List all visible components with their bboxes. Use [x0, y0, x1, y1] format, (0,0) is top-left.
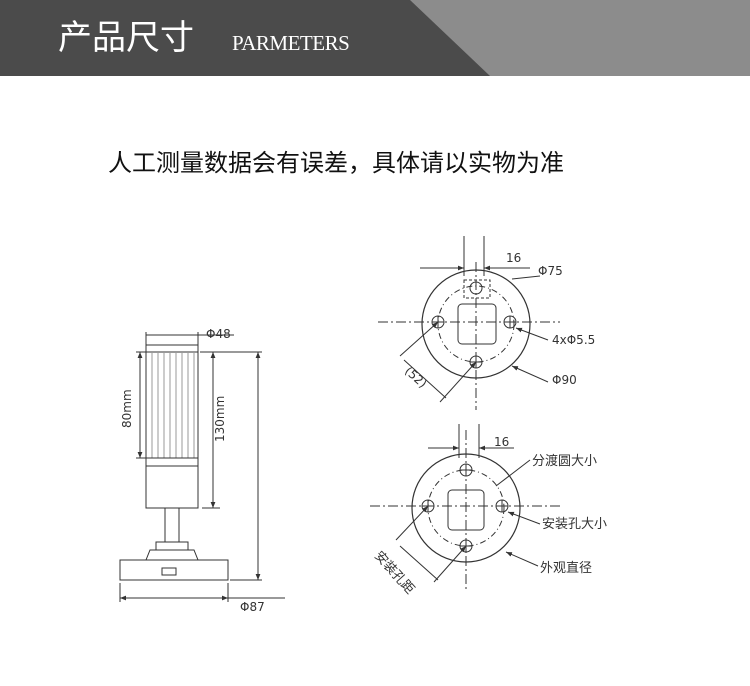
top1-base-diameter-label: Φ90	[552, 373, 577, 387]
side-light-height-label: 80mm	[120, 389, 134, 428]
side-top-diameter-label: Φ48	[206, 327, 231, 341]
top1-hole-distance-label: (52)	[402, 364, 430, 391]
top1-outer-diameter-label: Φ75	[538, 264, 563, 278]
top2-mount-hole-label: 安装孔大小	[542, 517, 607, 532]
measurement-note: 人工测量数据会有误差，具体请以实物为准	[108, 149, 564, 177]
top-view-2-drawing	[370, 424, 560, 590]
side-total-height-label: 130mm	[213, 396, 227, 442]
top-view-1-drawing	[378, 236, 560, 410]
top1-hole-spec-label: 4xΦ5.5	[552, 333, 595, 347]
top1-offset-label: 16	[506, 251, 521, 265]
side-base-diameter-label: Φ87	[240, 600, 265, 614]
top2-pitch-circle-label: 分渡圆大小	[532, 453, 597, 469]
header-banner: 产品尺寸 PARMETERS	[0, 0, 750, 76]
page-subtitle: PARMETERS	[232, 31, 350, 55]
page-title: 产品尺寸	[58, 18, 194, 58]
top2-hole-distance-label: 安装孔距	[371, 549, 417, 598]
top2-outer-diameter-label: 外观直径	[540, 561, 592, 576]
side-view-drawing	[119, 332, 285, 602]
top2-offset-label: 16	[494, 435, 509, 449]
